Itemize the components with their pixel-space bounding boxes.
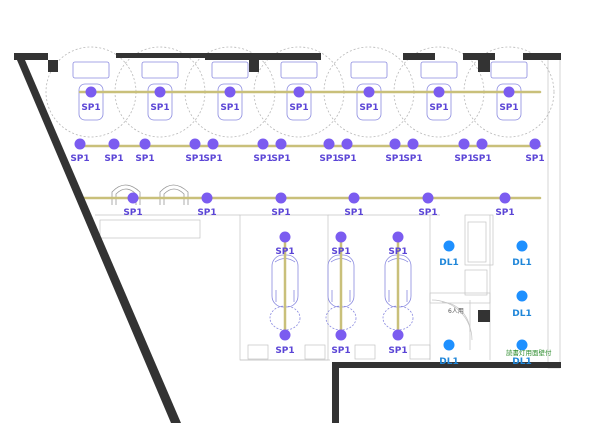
downlight-label: DL1	[439, 258, 458, 268]
spotlight-label: SP1	[331, 247, 350, 257]
room-note: 6人用	[448, 308, 464, 315]
spotlight	[85, 86, 97, 98]
spotlight	[189, 138, 201, 150]
spotlight-label: SP1	[499, 103, 518, 113]
spotlight	[323, 138, 335, 150]
spotlight	[275, 138, 287, 150]
spotlight	[476, 138, 488, 150]
spotlight	[499, 192, 511, 204]
spotlight	[201, 192, 213, 204]
spotlight	[389, 138, 401, 150]
spotlight	[392, 231, 404, 243]
spotlight	[341, 138, 353, 150]
spotlight-label: SP1	[197, 208, 216, 218]
spotlight-label: SP1	[271, 208, 290, 218]
spotlight-label: SP1	[185, 154, 204, 164]
spotlight-label: SP1	[385, 154, 404, 164]
downlight-label: DL1	[512, 357, 531, 367]
spotlight	[458, 138, 470, 150]
spotlight	[74, 138, 86, 150]
spotlight	[348, 192, 360, 204]
downlight	[443, 339, 455, 351]
spotlight-label: SP1	[220, 103, 239, 113]
spotlight-label: SP1	[81, 103, 100, 113]
spotlight-label: SP1	[454, 154, 473, 164]
spotlight	[529, 138, 541, 150]
spotlight	[407, 138, 419, 150]
spotlight-label: SP1	[203, 154, 222, 164]
spotlight-label: SP1	[150, 103, 169, 113]
spotlight	[257, 138, 269, 150]
downlight	[443, 240, 455, 252]
spotlight-label: SP1	[429, 103, 448, 113]
spotlight	[127, 192, 139, 204]
spotlight	[207, 138, 219, 150]
spotlight-label: SP1	[70, 154, 89, 164]
spotlight	[392, 329, 404, 341]
spotlight-label: SP1	[289, 103, 308, 113]
spotlight	[154, 86, 166, 98]
armchairs	[111, 184, 189, 205]
spotlight	[433, 86, 445, 98]
spotlight	[422, 192, 434, 204]
spotlight-label: SP1	[275, 247, 294, 257]
spotlight	[335, 329, 347, 341]
spotlight-label: SP1	[525, 154, 544, 164]
spotlight-label: SP1	[472, 154, 491, 164]
spotlight-label: SP1	[135, 154, 154, 164]
spotlight-label: SP1	[418, 208, 437, 218]
spotlight-label: SP1	[271, 154, 290, 164]
downlight	[516, 240, 528, 252]
spotlight-label: SP1	[359, 103, 378, 113]
spotlight	[275, 192, 287, 204]
spotlight-label: SP1	[495, 208, 514, 218]
spotlight	[503, 86, 515, 98]
wall-note: 読書灯用面壁付	[506, 348, 552, 357]
spotlight	[293, 86, 305, 98]
spotlight-lounge: SP1 SP1 SP1 SP1 SP1 SP1	[275, 231, 408, 356]
spotlight-label: SP1	[123, 208, 142, 218]
downlight-label: DL1	[512, 309, 531, 319]
spotlight-label: SP1	[388, 247, 407, 257]
spotlight-label: SP1	[104, 154, 123, 164]
spotlight	[139, 138, 151, 150]
spotlight-label: SP1	[344, 208, 363, 218]
spotlight-row-upper: SP1 SP1 SP1 SP1 SP1 SP1 SP1	[81, 86, 519, 113]
spotlight	[108, 138, 120, 150]
downlight	[516, 290, 528, 302]
downlight-label: DL1	[439, 357, 458, 367]
spotlight-label: SP1	[388, 346, 407, 356]
spotlight-label: SP1	[403, 154, 422, 164]
spotlight	[224, 86, 236, 98]
spotlight-label: SP1	[337, 154, 356, 164]
spotlight	[279, 231, 291, 243]
lighting-rails	[78, 90, 542, 337]
spotlight	[335, 231, 347, 243]
spotlight-label: SP1	[331, 346, 350, 356]
spotlight	[363, 86, 375, 98]
downlight-label: DL1	[512, 258, 531, 268]
downlight	[516, 339, 528, 351]
walls	[14, 53, 561, 423]
spotlight-row-middle: SP1 SP1 SP1 SP1 SP1 SP1 SP1 SP1 SP1 SP1 …	[70, 138, 545, 164]
spotlight	[279, 329, 291, 341]
spotlight-label: SP1	[319, 154, 338, 164]
spotlight-row-lower: SP1 SP1 SP1 SP1 SP1 SP1	[123, 192, 515, 218]
spotlight-label: SP1	[253, 154, 272, 164]
spotlight-label: SP1	[275, 346, 294, 356]
downlights: DL1 DL1 DL1 DL1 DL1	[439, 240, 532, 367]
